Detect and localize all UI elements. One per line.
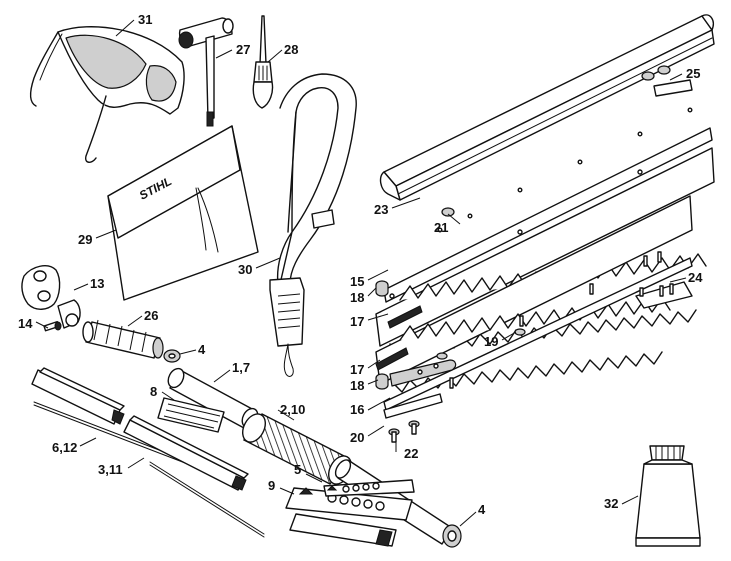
- safety-glasses: [29, 26, 185, 163]
- leader-lines: [35, 19, 687, 527]
- callout-23: 23: [374, 202, 388, 217]
- clamp-screw: [43, 320, 62, 332]
- spacer-bushings: [375, 280, 389, 390]
- decal-strip: [285, 479, 415, 547]
- callout-4a: 4: [198, 342, 206, 357]
- upper-blade-plate: [383, 127, 713, 303]
- callout-15: 15: [350, 274, 364, 289]
- callout-9: 9: [268, 478, 275, 493]
- screwdriver: [252, 15, 274, 109]
- callout-19: 19: [484, 334, 498, 349]
- callout-20: 20: [350, 430, 364, 445]
- callout-3-11: 3,11: [98, 462, 123, 477]
- callout-5: 5: [294, 462, 301, 477]
- callout-21: 21: [434, 220, 448, 235]
- callout-16: 16: [350, 402, 364, 417]
- lever-insert: [389, 352, 457, 387]
- callout-17a: 17: [350, 314, 364, 329]
- callouts: 31 27 28 25 23 21 29 30 15 18 17 13 14 2…: [18, 12, 703, 517]
- callout-13: 13: [90, 276, 104, 291]
- callout-24: 24: [688, 270, 703, 285]
- combination-wrench: [178, 17, 234, 127]
- callout-8: 8: [150, 384, 157, 399]
- blade-guard: [379, 14, 715, 201]
- grip-hose: [242, 413, 352, 485]
- lower-cutting-blade: [375, 195, 693, 393]
- callout-14: 14: [18, 316, 33, 331]
- tool-pouch: STIHL: [107, 125, 259, 301]
- coupling-upper: [163, 349, 181, 363]
- warning-label: [157, 397, 225, 433]
- callout-25: 25: [686, 66, 700, 81]
- bottom-plate: [383, 251, 693, 411]
- callout-32: 32: [604, 496, 618, 511]
- drive-shaft-rod-long: [149, 461, 265, 538]
- blade-plate-and-nuts: [641, 65, 693, 97]
- callout-29: 29: [78, 232, 92, 247]
- profile-tube: [31, 367, 125, 425]
- screws: [388, 420, 420, 443]
- callout-30: 30: [238, 262, 252, 277]
- callout-18b: 18: [350, 378, 364, 393]
- callout-17b: 17: [350, 362, 364, 377]
- callout-22: 22: [404, 446, 418, 461]
- callout-28: 28: [284, 42, 298, 57]
- handle-clamp: [21, 265, 81, 329]
- guard-nuts: [437, 107, 693, 233]
- lower-thin-plate: [383, 393, 443, 419]
- grease-tube: [635, 445, 701, 547]
- tube-adapter: [82, 319, 164, 359]
- callout-27: 27: [236, 42, 250, 57]
- callout-4b: 4: [478, 502, 486, 517]
- callout-31: 31: [138, 12, 152, 27]
- callout-2-10: 2,10: [280, 402, 305, 417]
- coupling-lower: [442, 524, 462, 548]
- callout-18a: 18: [350, 290, 364, 305]
- shaft-tube: [123, 415, 249, 491]
- callout-1-7: 1,7: [232, 360, 250, 375]
- shoulder-harness: [269, 73, 357, 377]
- callout-26: 26: [144, 308, 158, 323]
- callout-6-12: 6,12: [52, 440, 77, 455]
